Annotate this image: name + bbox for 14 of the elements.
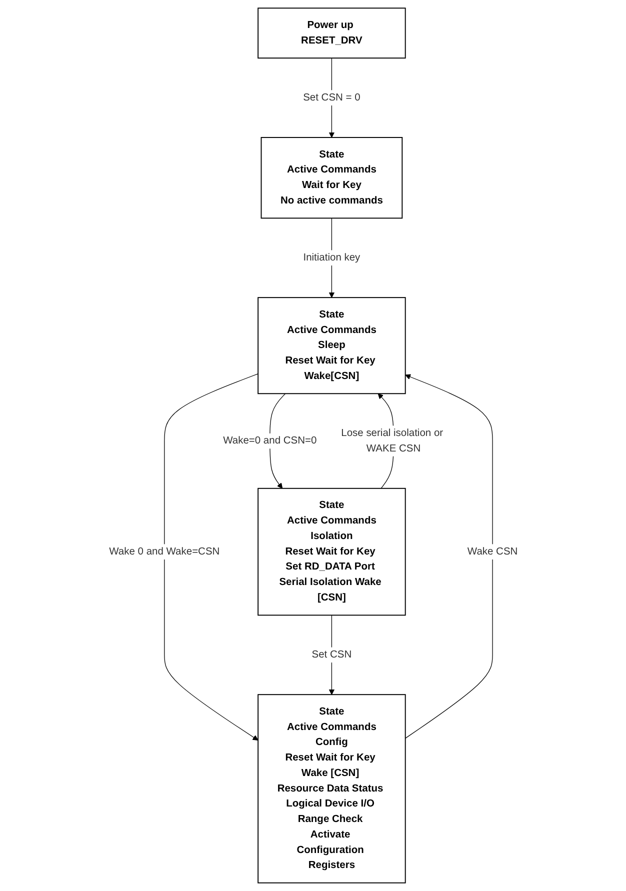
node-box: State Active Commands Sleep Reset Wait for Key Wake[CSN] — [257, 297, 406, 394]
edge-label: Wake=0 and CSN=0 — [222, 435, 316, 446]
arrow — [164, 373, 258, 740]
edge-label: Lose serial isolation or WAKE CSN — [340, 428, 443, 454]
node-box: State Active Commands Config Reset Wait for Key Wake [CSN] Resource Data Status Logical Device I/O Range Check Activate Configuration Registers — [257, 694, 406, 884]
arrow — [404, 374, 492, 739]
node-box: Power up RESET_DRV — [257, 8, 406, 59]
edge-label: Wake CSN — [466, 546, 518, 557]
node-box: State Active Commands Isolation Reset Wait for Key Set RD_DATA Port Serial Isolation Wake [CSN] — [257, 488, 406, 616]
node-box: State Active Commands Wait for Key No active commands — [260, 137, 402, 219]
edge-label: Initiation key — [302, 252, 360, 263]
edge-label: Set CSN — [311, 649, 352, 660]
edge-label: Set CSN = 0 — [302, 92, 360, 103]
edge-label: Wake 0 and Wake=CSN — [108, 546, 220, 557]
